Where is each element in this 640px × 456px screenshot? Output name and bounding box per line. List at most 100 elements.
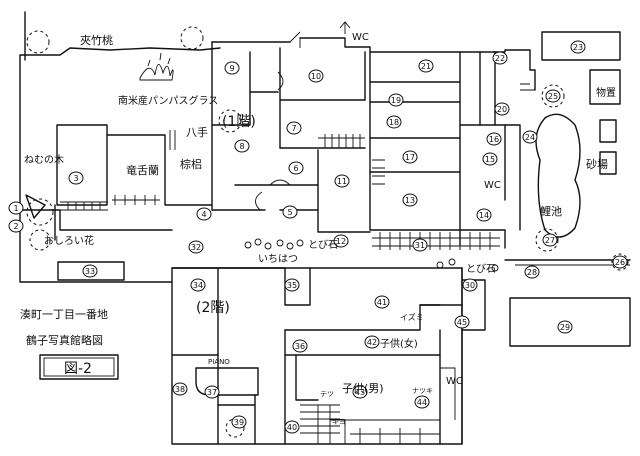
svg-text:14: 14 (479, 211, 489, 220)
label-layer: 夾竹桃 南米産パンパスグラス (1階) 八手 ねむの木 竜舌蘭 棕梠 おしろい花… (20, 32, 616, 426)
label-piano: PIANO (208, 358, 230, 366)
lot-outline (19, 11, 221, 283)
label-first-floor: (1階) (222, 114, 256, 130)
first-floor-block (211, 31, 506, 250)
room-number-1: 1 (8, 201, 24, 215)
room-number-36: 36 (292, 339, 308, 353)
room-number-20: 20 (494, 102, 510, 116)
label-kyouchikutou: 夾竹桃 (80, 33, 113, 47)
svg-text:11: 11 (337, 177, 347, 186)
room-number-4: 4 (196, 207, 212, 221)
svg-text:16: 16 (489, 135, 499, 144)
room-number-6: 6 (288, 161, 304, 175)
svg-text:35: 35 (287, 281, 297, 290)
svg-text:43: 43 (355, 388, 365, 397)
room-number-29: 29 (557, 320, 573, 334)
label-ryuzetsuran: 竜舌蘭 (126, 163, 159, 177)
figure-number-box (39, 354, 119, 380)
room-number-30: 30 (462, 278, 478, 292)
svg-text:20: 20 (497, 105, 507, 114)
label-ichihatsu: いちはつ (258, 253, 298, 265)
room-number-31: 31 (412, 238, 428, 252)
label-sunaba: 砂場 (586, 158, 608, 171)
svg-text:2: 2 (13, 222, 18, 231)
label-title-line2: 鶴子写真館略図 (26, 333, 103, 347)
svg-text:10: 10 (311, 72, 321, 81)
room-number-22: 22 (492, 51, 508, 65)
svg-text:32: 32 (191, 243, 201, 252)
label-tobiishi-2: とび石 (466, 263, 496, 275)
label-koiike: 鯉池 (540, 204, 562, 218)
svg-text:17: 17 (405, 153, 415, 162)
room-number-5: 5 (282, 205, 298, 219)
svg-text:7: 7 (291, 124, 296, 133)
svg-text:15: 15 (485, 155, 495, 164)
room-number-3: 3 (68, 171, 84, 185)
room-number-45: 45 (454, 315, 470, 329)
svg-text:4: 4 (201, 210, 206, 219)
room-number-44: 44 (414, 395, 430, 409)
tree-icon (29, 229, 51, 251)
svg-text:29: 29 (560, 323, 570, 332)
room-number-13: 13 (402, 193, 418, 207)
room-number-42: 42 (364, 335, 380, 349)
svg-text:31: 31 (415, 241, 425, 250)
tree-icon (26, 30, 50, 54)
svg-text:3: 3 (73, 174, 78, 183)
room-number-11: 11 (334, 174, 350, 188)
label-nemunoki: ねむの木 (24, 154, 64, 166)
room-number-25: 25 (545, 89, 561, 103)
tree-icon (180, 26, 204, 50)
room-number-32: 32 (188, 240, 204, 254)
svg-text:38: 38 (175, 385, 185, 394)
second-floor-block (171, 267, 486, 445)
label-wc-mid: WC (484, 180, 501, 191)
room-number-27: 27 (542, 233, 558, 247)
tree-icon (218, 109, 242, 133)
svg-text:5: 5 (287, 208, 292, 217)
svg-text:44: 44 (417, 398, 427, 407)
label-tobiishi: とび石 (308, 239, 338, 251)
tree-icon (26, 198, 54, 226)
svg-text:25: 25 (548, 92, 558, 101)
room-number-18: 18 (386, 115, 402, 129)
room-number-28: 28 (524, 265, 540, 279)
stepping-stones (244, 238, 499, 272)
room-number-16: 16 (486, 132, 502, 146)
pampas-grass-icon (139, 52, 174, 81)
room-number-34: 34 (190, 278, 206, 292)
svg-text:22: 22 (495, 54, 505, 63)
svg-text:34: 34 (193, 281, 203, 290)
svg-text:40: 40 (287, 423, 297, 432)
label-wc-top: WC (352, 32, 369, 43)
svg-text:41: 41 (377, 298, 387, 307)
room-number-8: 8 (234, 139, 250, 153)
label-yatsude: 八手 (186, 125, 208, 139)
label-kodomo-onna: 子供(女) (380, 337, 418, 350)
label-oshiroibana: おしろい花 (44, 234, 94, 247)
room-number-10: 10 (308, 69, 324, 83)
label-kiyo: キヨ (332, 418, 346, 426)
label-izu: イズミ (400, 312, 424, 322)
svg-text:6: 6 (293, 164, 298, 173)
svg-text:27: 27 (545, 236, 555, 245)
room-number-35: 35 (284, 278, 300, 292)
svg-text:18: 18 (389, 118, 399, 127)
label-pampas: 南米産パンパスグラス (118, 94, 218, 107)
room-number-19: 19 (388, 93, 404, 107)
svg-text:37: 37 (207, 388, 217, 397)
figure-number-box-inner (43, 357, 115, 377)
svg-text:13: 13 (405, 196, 415, 205)
room-number-33: 33 (82, 264, 98, 278)
room-number-39: 39 (231, 415, 247, 429)
label-figure-no: 図-2 (64, 361, 92, 377)
svg-text:9: 9 (229, 64, 234, 73)
svg-text:45: 45 (457, 318, 467, 327)
room-number-38: 38 (172, 382, 188, 396)
room-number-14: 14 (476, 208, 492, 222)
left-annex (19, 124, 213, 241)
svg-text:33: 33 (85, 267, 95, 276)
svg-text:28: 28 (527, 268, 537, 277)
svg-text:26: 26 (615, 258, 625, 267)
